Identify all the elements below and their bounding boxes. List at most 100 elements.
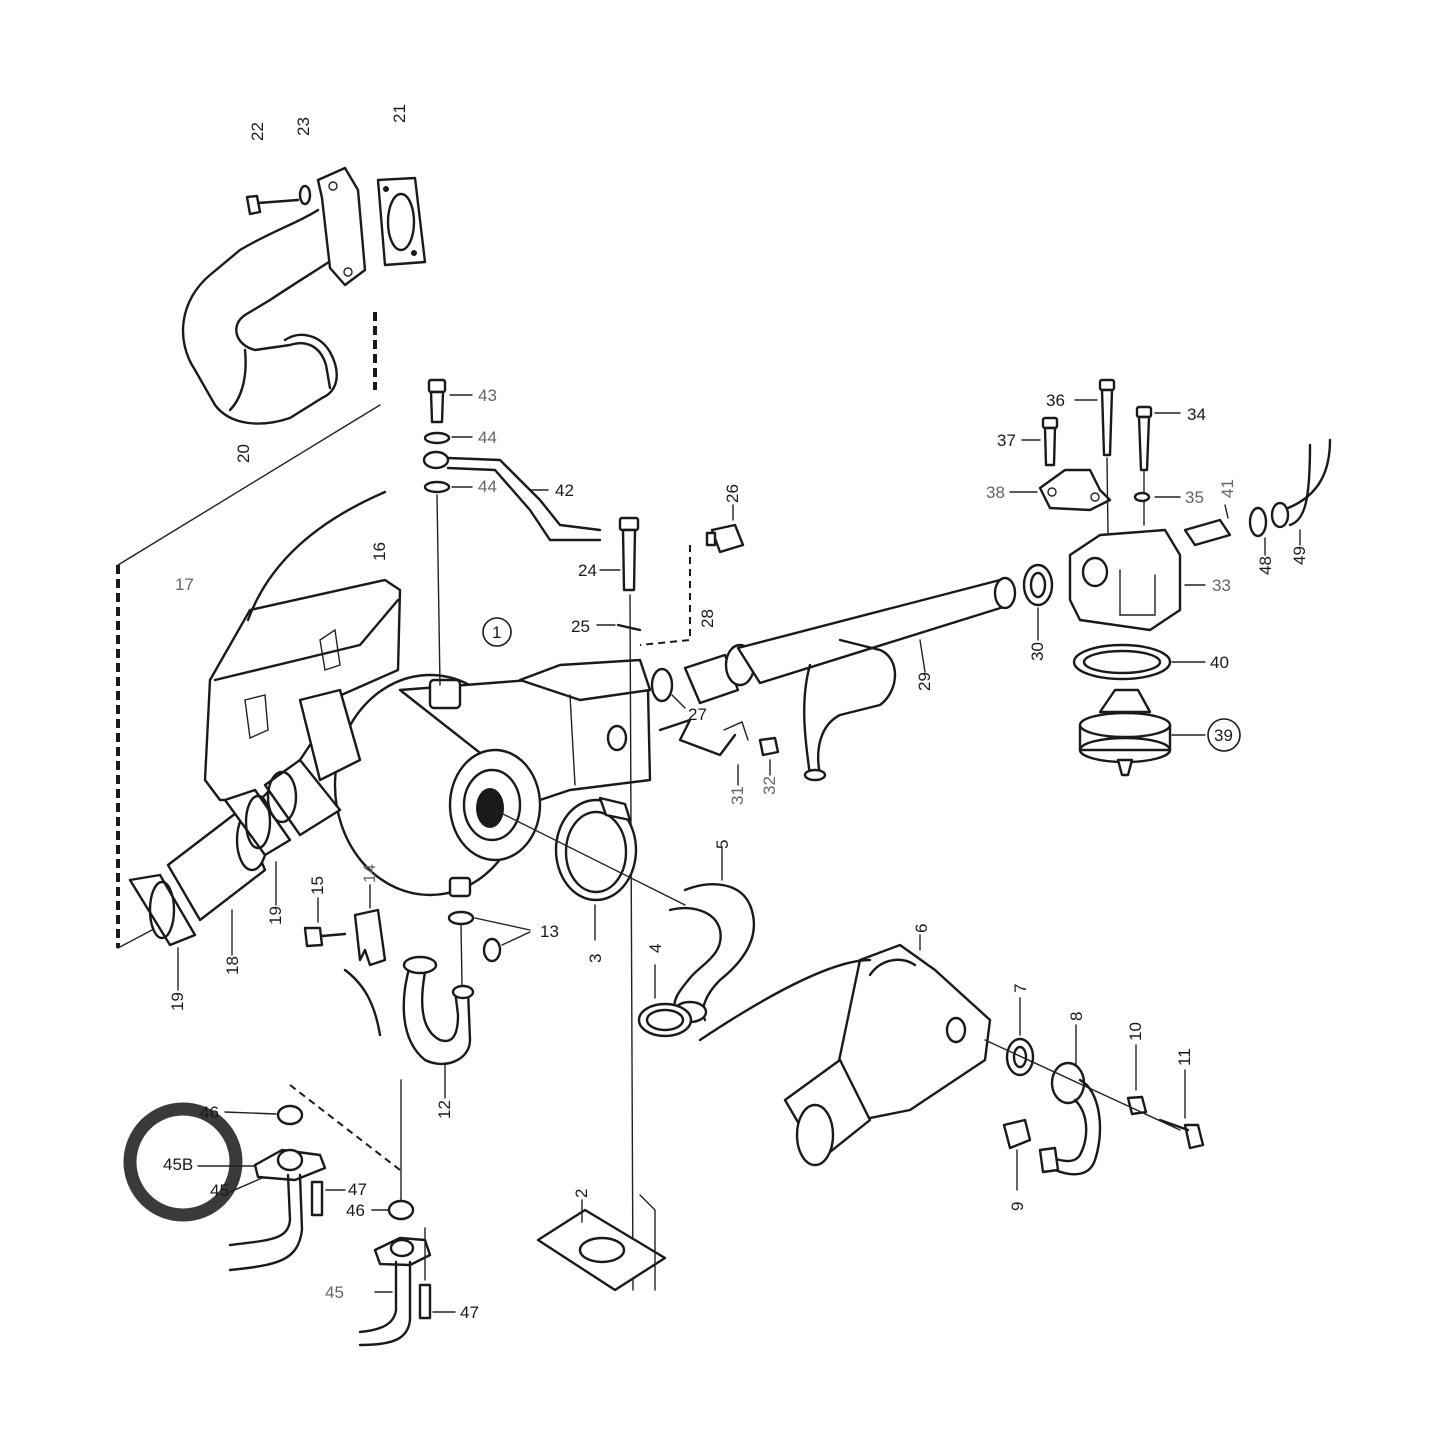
bolt-part-36 (1074, 378, 1116, 536)
screw-part-15 (303, 897, 347, 948)
label-1: 1 (492, 623, 501, 642)
label-33: 33 (1212, 576, 1231, 595)
washer-part-44-lower (423, 480, 473, 494)
seal-ring-part-40 (1072, 643, 1206, 681)
hose-part-49 (1286, 438, 1332, 546)
label-29: 29 (915, 672, 934, 691)
coolant-pipe-part-8 (1038, 1024, 1102, 1176)
label-47-lower: 47 (460, 1303, 479, 1322)
label-39: 39 (1214, 726, 1233, 745)
label-21: 21 (390, 104, 409, 123)
label-3: 3 (586, 954, 605, 963)
label-40: 40 (1210, 653, 1229, 672)
label-47-upper: 47 (348, 1180, 367, 1199)
label-48: 48 (1256, 556, 1275, 575)
bolt-part-43 (427, 378, 473, 424)
bracket-part-14 (343, 884, 387, 1037)
label-27: 27 (688, 705, 707, 724)
nut-part-13-lower (482, 931, 531, 963)
label-17: 17 (175, 575, 194, 594)
return-pipe-part-12 (402, 955, 475, 1099)
label-42: 42 (555, 481, 574, 500)
part-labels: 21 22 23 20 43 44 44 42 16 17 1 24 25 26… (163, 104, 1309, 1322)
label-1-circle (482, 617, 512, 647)
washer-part-35 (1133, 491, 1181, 503)
label-44-lower: 44 (478, 477, 497, 496)
hose-clamp-part-3 (554, 796, 638, 941)
label-34: 34 (1187, 405, 1206, 424)
label-5: 5 (713, 840, 732, 849)
label-45-lower: 45 (325, 1283, 344, 1302)
nut-part-9 (1002, 1118, 1032, 1191)
oil-pipe-part-45B (228, 1148, 327, 1272)
clip-part-25 (596, 623, 642, 632)
label-25: 25 (571, 617, 590, 636)
label-7: 7 (1011, 984, 1030, 993)
sleeve-part-28 (683, 643, 756, 705)
label-20: 20 (234, 444, 253, 463)
label-49: 49 (1290, 546, 1309, 565)
label-4: 4 (646, 944, 665, 953)
label-13: 13 (540, 922, 559, 941)
label-8: 8 (1067, 1012, 1086, 1021)
label-19-upper: 19 (266, 906, 285, 925)
washer-part-46-lower (371, 1079, 415, 1221)
sensor-part-41 (1183, 504, 1232, 547)
o-ring-part-4 (637, 964, 693, 1038)
mounting-plate-part-2 (536, 1194, 667, 1292)
pipe-outlet-part-16 (263, 758, 342, 837)
label-38: 38 (986, 483, 1005, 502)
banjo-part-42 (422, 450, 602, 542)
label-35: 35 (1185, 488, 1204, 507)
label-46-upper: 46 (200, 1103, 219, 1122)
o-ring-part-27 (650, 667, 686, 709)
label-12: 12 (435, 1100, 454, 1119)
washer-part-23 (298, 184, 312, 206)
label-22: 22 (248, 122, 267, 141)
bolt-part-24 (599, 516, 640, 592)
label-37: 37 (997, 431, 1016, 450)
label-16: 16 (370, 542, 389, 561)
oil-pipe-part-45 (358, 1236, 432, 1347)
leader-45-upper (229, 1177, 263, 1193)
clamp-part-48 (1248, 501, 1290, 556)
bolt-part-22 (245, 194, 300, 216)
exhaust-flange-part-20 (316, 166, 367, 287)
wire-part-17 (246, 490, 387, 622)
bracket-part-31 (658, 718, 749, 786)
bolt-part-47-upper (310, 1180, 346, 1217)
label-23: 23 (294, 117, 313, 136)
plug-part-26 (705, 504, 745, 554)
label-45-upper: 45 (210, 1181, 229, 1200)
gasket-part-19-upper (223, 788, 292, 906)
label-19-lower: 19 (168, 992, 187, 1011)
axis-line-pipe (984, 1039, 1181, 1131)
leader-axis-24 (629, 594, 634, 1291)
label-11: 11 (1175, 1048, 1194, 1066)
label-6: 6 (912, 924, 931, 933)
label-43: 43 (478, 386, 497, 405)
label-15: 15 (308, 876, 327, 895)
bolt-part-11 (1158, 1069, 1205, 1150)
dashed-connection-lines (116, 312, 691, 1171)
screw-part-32 (758, 736, 780, 776)
bracket-part-38 (1009, 468, 1112, 512)
label-9: 9 (1008, 1202, 1027, 1211)
thermostat-part-39 (1078, 688, 1206, 777)
label-32: 32 (760, 776, 779, 795)
pump-housing-part-6 (698, 934, 992, 1167)
label-24: 24 (578, 561, 597, 580)
elbow-hose-part-5 (668, 847, 756, 1024)
label-36: 36 (1046, 391, 1065, 410)
label-14: 14 (360, 864, 379, 883)
exhaust-pipe-part-20 (181, 208, 352, 425)
gasket-part-21 (376, 176, 427, 267)
label-28: 28 (698, 609, 717, 628)
axis-line-12 (460, 924, 463, 986)
label-39-circle (1207, 718, 1241, 752)
axis-line-hose (494, 809, 686, 906)
label-44-upper: 44 (478, 428, 497, 447)
o-ring-part-30 (1022, 563, 1054, 641)
